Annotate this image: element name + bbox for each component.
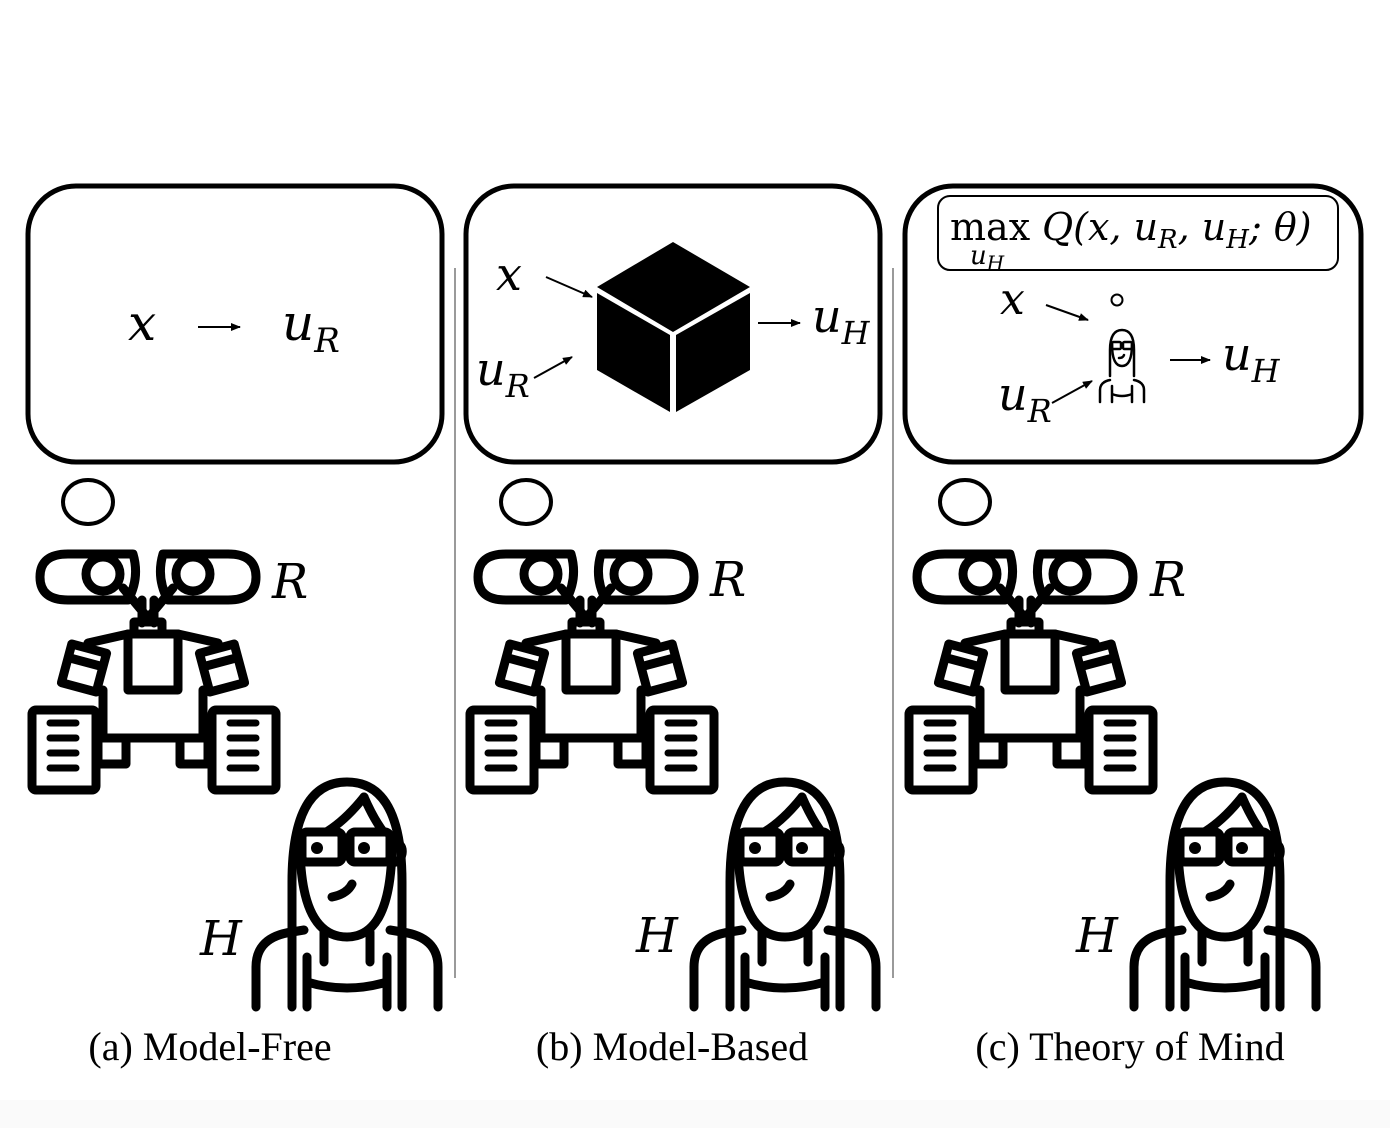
thought-dot xyxy=(938,478,992,526)
robot-label: R xyxy=(1149,552,1186,608)
robot-icon xyxy=(909,554,1153,790)
panel-model-based: x uR uH R H (b) Model-Based xyxy=(463,183,883,1069)
thought-dot xyxy=(61,478,115,526)
human-label: H xyxy=(1075,908,1119,964)
max-subscript: uH xyxy=(970,241,1005,275)
panel-theory-of-mind: max uH Q(x, uR, uH; θ) x uH uR R H (c) T… xyxy=(902,183,1364,1069)
robot-icon xyxy=(470,554,714,790)
human-icon xyxy=(694,782,876,1007)
robot-label: R xyxy=(271,554,308,610)
state-x-label: x xyxy=(1000,274,1025,325)
thought-dot xyxy=(499,478,553,526)
bottom-band xyxy=(0,1100,1390,1128)
robot-action-label: uR xyxy=(476,342,530,405)
robot-label: R xyxy=(709,552,746,608)
panel-model-free: x uR R H (a) Model-Free xyxy=(25,183,445,1069)
arrow xyxy=(1051,380,1093,404)
human-label: H xyxy=(199,911,243,967)
arrow xyxy=(545,276,593,298)
arrow xyxy=(1045,304,1089,321)
human-icon xyxy=(256,782,438,1007)
thought-bubble xyxy=(25,183,445,465)
human-label: H xyxy=(635,908,679,964)
human-action-label: uH xyxy=(812,289,871,352)
robot-action-label: uR xyxy=(998,367,1052,430)
caption: (c) Theory of Mind xyxy=(975,1024,1284,1069)
objective-box xyxy=(937,195,1339,271)
max-operator: max xyxy=(950,205,1030,249)
caption: (a) Model-Free xyxy=(88,1024,331,1069)
robot-icon xyxy=(32,554,276,790)
arrow xyxy=(533,356,573,379)
state-x-label: x xyxy=(128,294,156,352)
objective-function: Q(x, uR, uH; θ) xyxy=(1042,205,1312,255)
human-icon xyxy=(1134,782,1316,1007)
thought-dot-small xyxy=(1110,293,1124,307)
cube-icon xyxy=(597,242,750,412)
robot-action-label: uR xyxy=(282,294,340,361)
state-x-label: x xyxy=(496,247,522,301)
human-action-label: uH xyxy=(1222,327,1281,390)
caption: (b) Model-Based xyxy=(536,1024,808,1069)
